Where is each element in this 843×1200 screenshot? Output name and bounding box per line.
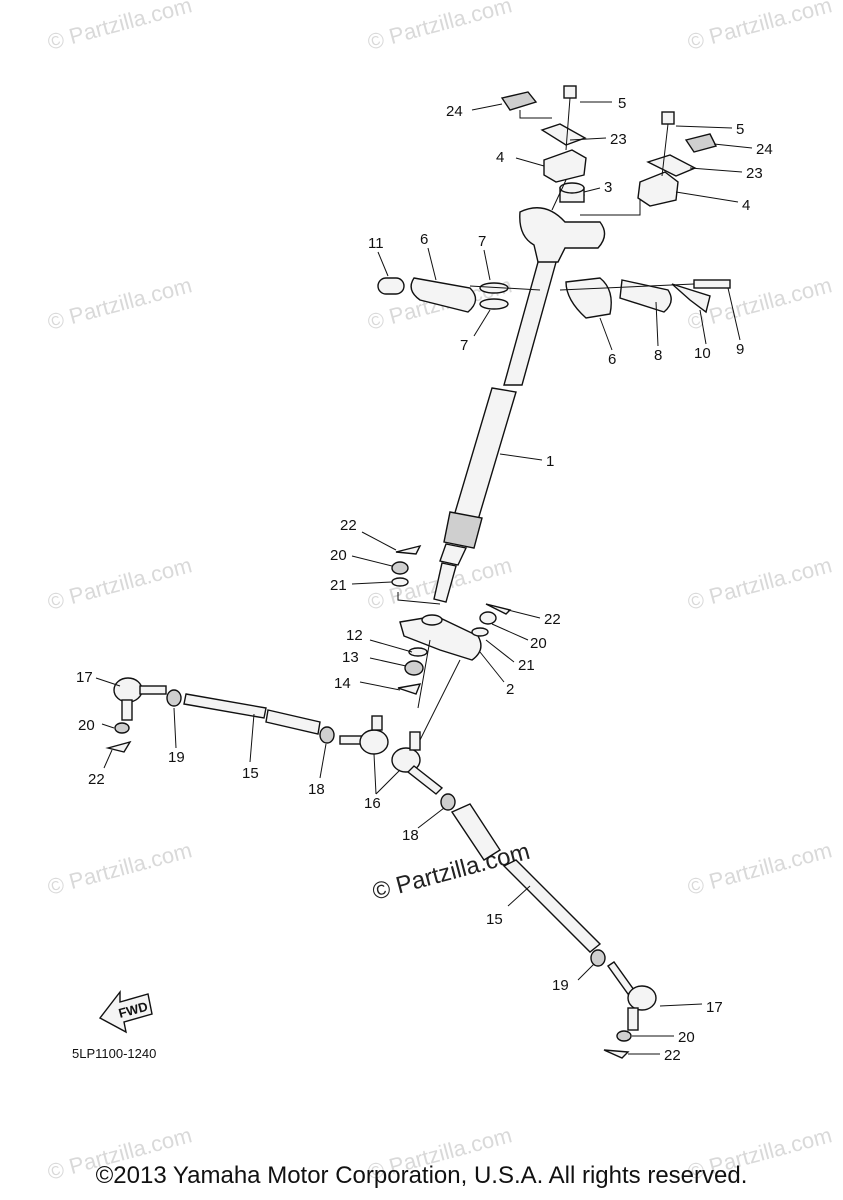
part-code: 5LP1100-1240 [72, 1046, 156, 1061]
callout-2: 2 [506, 681, 514, 698]
callout-21: 21 [518, 657, 535, 674]
callout-labels: 24 5 23 4 3 5 24 23 4 11 6 7 7 6 8 10 9 … [76, 95, 773, 1064]
watermark: © Partzilla.com [365, 0, 515, 55]
watermark: © Partzilla.com [45, 837, 195, 900]
callout-17: 17 [76, 669, 93, 686]
callout-17: 17 [706, 999, 723, 1016]
callout-20: 20 [678, 1029, 695, 1046]
callout-3: 3 [604, 179, 612, 196]
watermark: © Partzilla.com [45, 552, 195, 615]
callout-4: 4 [742, 197, 750, 214]
callout-11: 11 [368, 235, 384, 252]
callout-20: 20 [330, 547, 347, 564]
left-tie-rod-assembly [105, 677, 389, 755]
callout-8: 8 [654, 347, 662, 364]
callout-22: 22 [544, 611, 561, 628]
callout-7: 7 [478, 233, 486, 250]
callout-5: 5 [618, 95, 626, 112]
callout-9: 9 [736, 341, 744, 358]
callout-22: 22 [88, 771, 105, 788]
callout-4: 4 [496, 149, 504, 166]
callout-7: 7 [460, 337, 468, 354]
callout-19: 19 [552, 977, 569, 994]
callout-20: 20 [530, 635, 547, 652]
fwd-label: FWD [117, 999, 149, 1021]
upper-yoke [519, 182, 606, 263]
left-holder-assembly [377, 277, 541, 313]
callout-1: 1 [546, 453, 554, 470]
callout-14: 14 [334, 675, 351, 692]
watermark: © Partzilla.com [45, 0, 195, 55]
callout-19: 19 [168, 749, 185, 766]
callout-20: 20 [78, 717, 95, 734]
callout-24: 24 [446, 103, 463, 120]
callout-12: 12 [346, 627, 363, 644]
callout-13: 13 [342, 649, 359, 666]
copyright-notice: ©2013 Yamaha Motor Corporation, U.S.A. A… [95, 1162, 748, 1189]
callout-5: 5 [736, 121, 744, 138]
watermark: © Partzilla.com [685, 837, 835, 900]
callout-18: 18 [402, 827, 419, 844]
fwd-arrow-icon: FWD [98, 989, 153, 1034]
watermark: © Partzilla.com [685, 0, 835, 55]
callout-6: 6 [420, 231, 428, 248]
steering-column [433, 254, 559, 603]
callout-23: 23 [610, 131, 627, 148]
watermark: © Partzilla.com [685, 552, 835, 615]
callout-21: 21 [330, 577, 347, 594]
leader-lines [95, 101, 753, 1055]
callout-15: 15 [242, 765, 259, 782]
right-clamp-assembly [580, 111, 718, 216]
callout-23: 23 [746, 165, 763, 182]
watermark: © Partzilla.com [45, 272, 195, 335]
callout-22: 22 [664, 1047, 681, 1064]
callout-18: 18 [308, 781, 325, 798]
center-watermark: © Partzilla.com [370, 838, 533, 906]
callout-6: 6 [608, 351, 616, 368]
callout-22: 22 [340, 517, 357, 534]
callout-16: 16 [364, 795, 381, 812]
callout-24: 24 [756, 141, 773, 158]
right-holder-assembly [559, 277, 731, 319]
callout-10: 10 [694, 345, 711, 362]
right-tie-rod-assembly [391, 731, 657, 1059]
callout-15: 15 [486, 911, 503, 928]
